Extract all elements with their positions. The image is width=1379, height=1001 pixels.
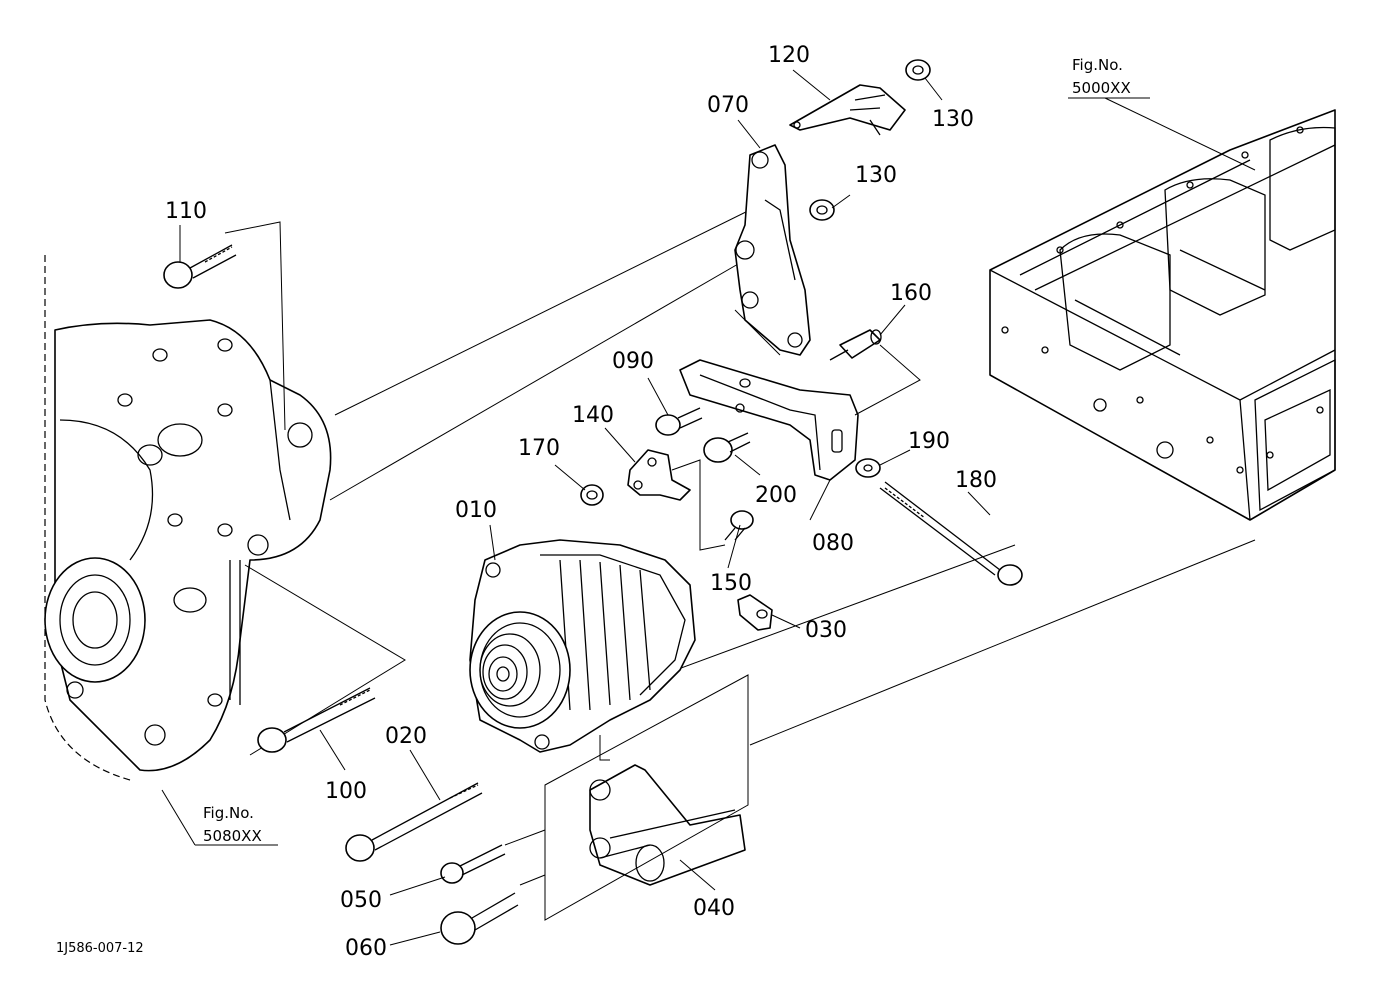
figure-ref-prefix: Fig.No. bbox=[203, 804, 254, 822]
figure-ref-number: 5000XX bbox=[1072, 79, 1131, 97]
part-140-bracket bbox=[627, 449, 726, 551]
part-labels: 120 130 070 130 160 090 140 170 190 180 … bbox=[165, 43, 997, 961]
part-130-nut-lower bbox=[809, 199, 835, 221]
label-030: 030 bbox=[805, 618, 847, 643]
label-140: 140 bbox=[572, 403, 614, 428]
label-160: 160 bbox=[890, 281, 932, 306]
part-150-bolt bbox=[724, 510, 754, 541]
label-110: 110 bbox=[165, 199, 207, 224]
label-180: 180 bbox=[955, 468, 997, 493]
label-010: 010 bbox=[455, 498, 497, 523]
label-050: 050 bbox=[340, 888, 382, 913]
label-120: 120 bbox=[768, 43, 810, 68]
part-010-alternator bbox=[469, 539, 696, 761]
label-090: 090 bbox=[612, 349, 654, 374]
label-170: 170 bbox=[518, 436, 560, 461]
part-100-bolt bbox=[257, 687, 376, 753]
leader-lines bbox=[161, 69, 1256, 946]
drawing-code: 1J586-007-12 bbox=[56, 941, 144, 956]
part-030-clip bbox=[737, 594, 773, 631]
engine-block bbox=[989, 109, 1336, 521]
part-200-bolt bbox=[703, 432, 751, 463]
label-190: 190 bbox=[908, 429, 950, 454]
label-080: 080 bbox=[812, 531, 854, 556]
label-020: 020 bbox=[385, 724, 427, 749]
part-190-washer bbox=[855, 458, 881, 478]
part-050-bolt bbox=[440, 844, 506, 884]
part-060-bolt bbox=[440, 892, 519, 945]
label-070: 070 bbox=[707, 93, 749, 118]
part-130-nut-upper bbox=[905, 59, 931, 81]
label-150: 150 bbox=[710, 571, 752, 596]
part-160-stud bbox=[829, 329, 921, 416]
figure-ref-prefix: Fig.No. bbox=[1072, 56, 1123, 74]
part-110-bolt bbox=[163, 244, 237, 289]
figure-ref-5000xx: Fig.No. 5000XX bbox=[1072, 56, 1131, 97]
part-090-bolt bbox=[655, 407, 703, 436]
label-130-upper: 130 bbox=[932, 107, 974, 132]
figure-ref-number: 5080XX bbox=[203, 827, 262, 845]
part-070-bracket bbox=[734, 144, 811, 356]
label-040: 040 bbox=[693, 896, 735, 921]
part-120-bracket bbox=[789, 84, 906, 136]
part-170-nut bbox=[580, 484, 604, 506]
figure-ref-5080xx: Fig.No. 5080XX bbox=[203, 804, 262, 845]
label-100: 100 bbox=[325, 779, 367, 804]
part-180-long-bolt bbox=[879, 481, 1023, 586]
part-040-bracket bbox=[504, 674, 749, 921]
part-080-bracket bbox=[679, 359, 859, 481]
gear-case bbox=[44, 255, 332, 781]
label-200: 200 bbox=[755, 483, 797, 508]
label-130-lower: 130 bbox=[855, 163, 897, 188]
label-060: 060 bbox=[345, 936, 387, 961]
part-020-bolt bbox=[345, 782, 483, 862]
